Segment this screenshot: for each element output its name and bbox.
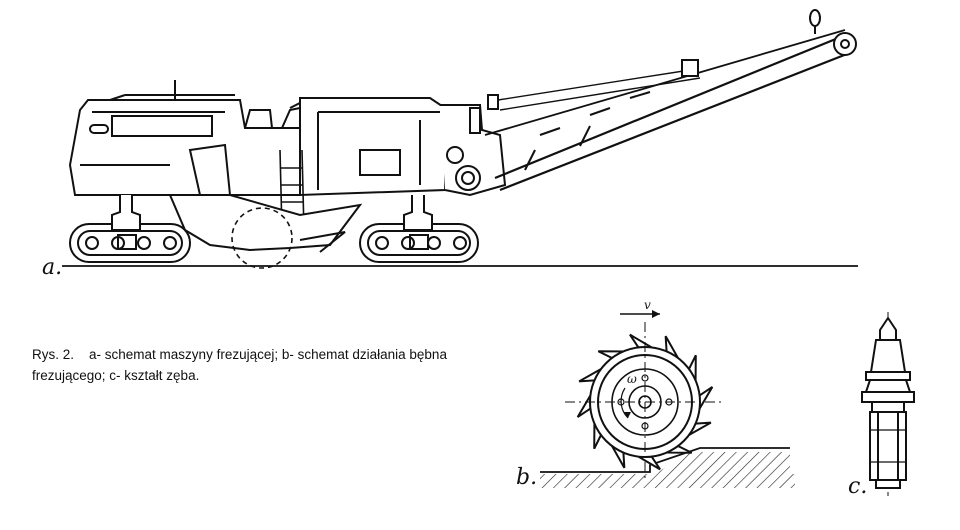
front-crawler-track [359, 195, 479, 263]
milling-drum-outline [231, 207, 293, 269]
machine-body-rear [68, 99, 301, 196]
drum-housing [168, 194, 363, 252]
label-b: b. [516, 465, 537, 490]
omega-label: ω [627, 372, 637, 386]
rear-crawler-track [69, 195, 191, 263]
milling-machine-schematic: a. [42, 9, 858, 280]
drum-tooth [629, 333, 656, 349]
figure-caption: Rys. 2. a- schemat maszyny frezującej; b… [32, 344, 502, 386]
tooth-shape-schematic: c. [848, 312, 915, 499]
label-c: c. [848, 474, 867, 499]
drum-tooth [576, 391, 592, 418]
discharge-conveyor [484, 9, 857, 192]
velocity-label: v [644, 298, 651, 312]
caption-line1: a- schemat maszyny frezującej; b- schema… [89, 347, 447, 362]
caption-line2: frezującego; c- kształt zęba. [32, 368, 200, 383]
label-a: a. [42, 255, 62, 280]
caption-prefix: Rys. 2. [32, 347, 75, 362]
drum-tooth [698, 386, 714, 413]
drum-operation-schematic: v ω b. [516, 298, 795, 490]
cut-surface [540, 447, 790, 473]
